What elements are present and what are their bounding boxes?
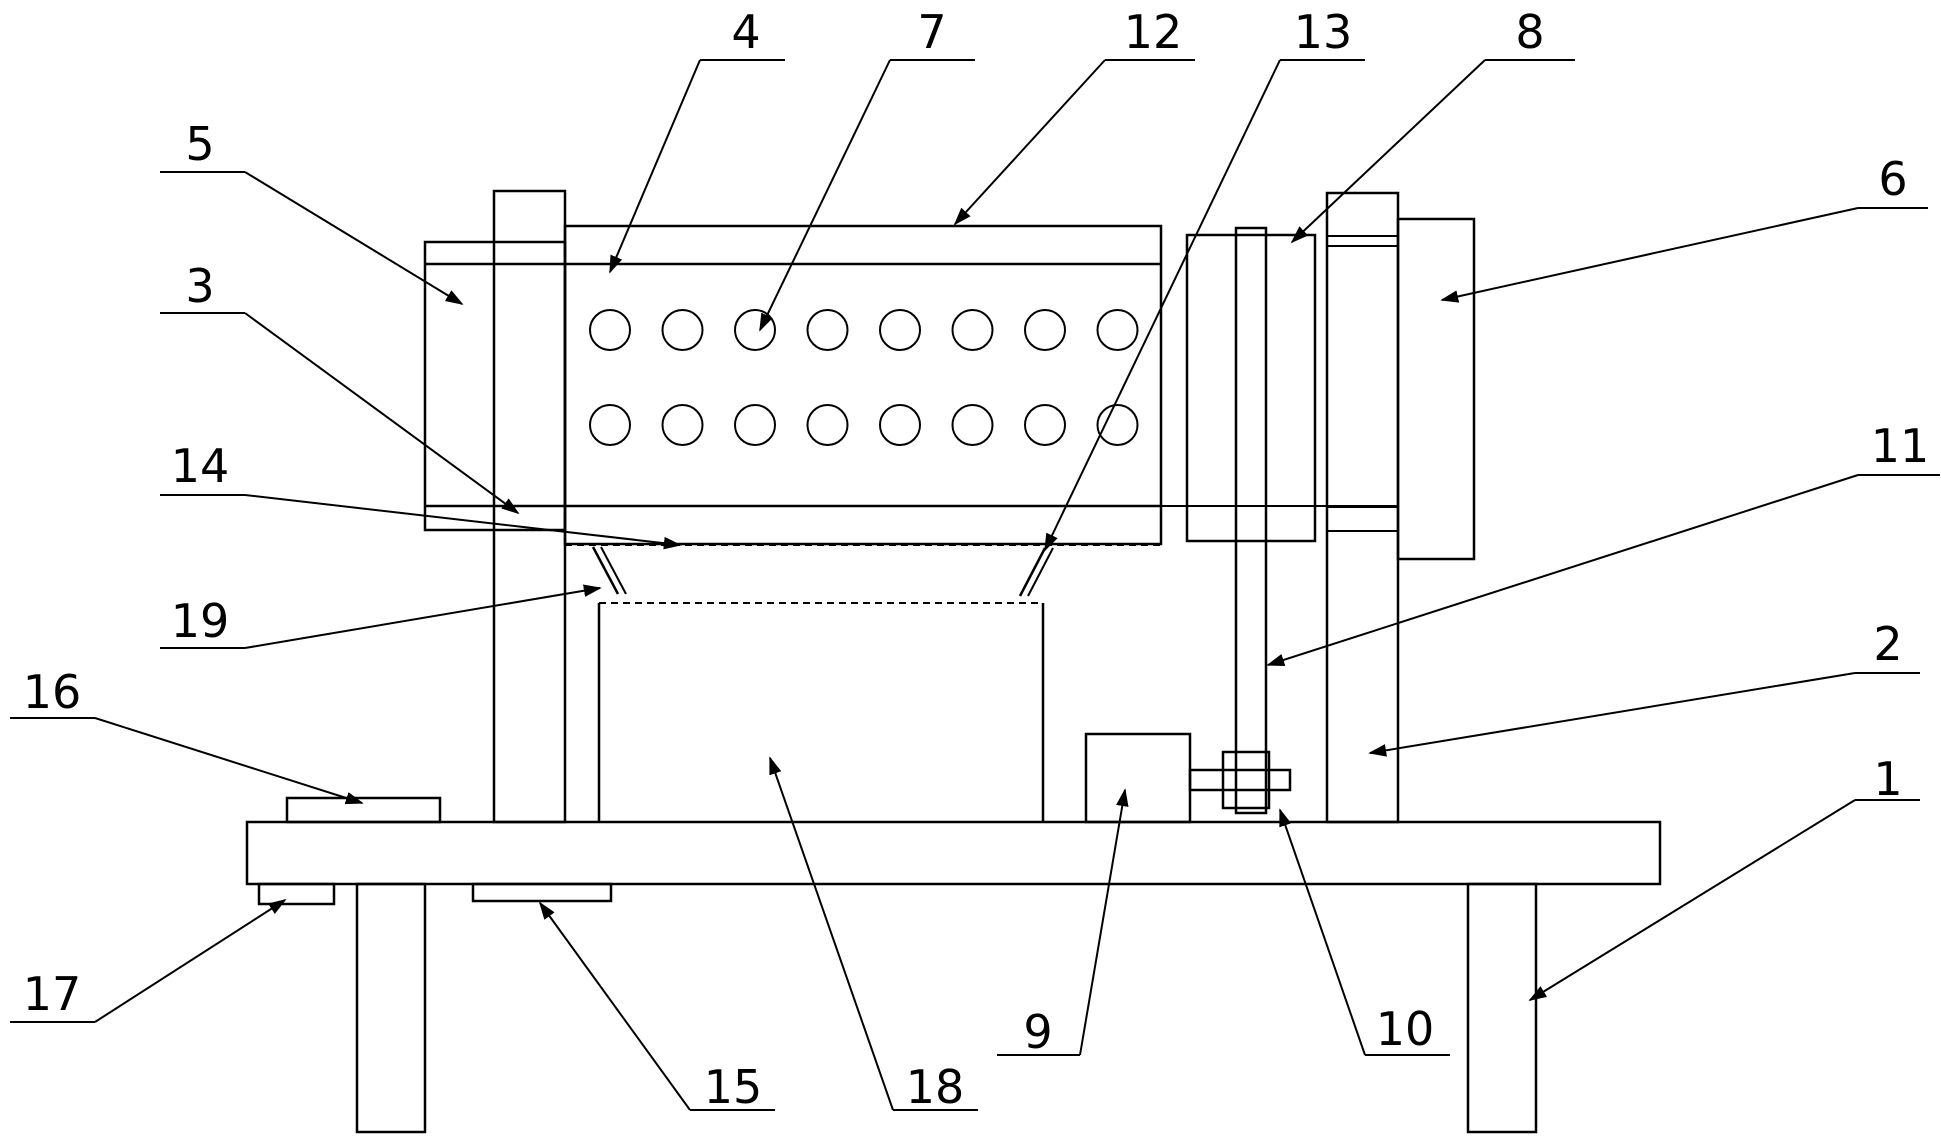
right-bearing-block bbox=[1396, 217, 1476, 561]
leader-lines bbox=[10, 59, 1940, 1111]
leader-arrow-5 bbox=[244, 171, 464, 305]
drum-hole bbox=[1096, 404, 1139, 446]
drum-hole bbox=[806, 404, 849, 446]
drum-hole bbox=[1096, 309, 1139, 351]
pulley-housing bbox=[1185, 233, 1317, 543]
label-8: 8 bbox=[1515, 5, 1544, 59]
coupling-shaft bbox=[1188, 768, 1292, 792]
leader-arrow-9 bbox=[1079, 788, 1129, 1056]
drum-hole bbox=[1024, 404, 1066, 446]
drum-hole bbox=[806, 309, 849, 351]
leader-arrow-11 bbox=[1266, 474, 1859, 667]
label-3: 3 bbox=[185, 259, 214, 313]
drive-belt bbox=[1234, 226, 1268, 815]
leader-arrow-10 bbox=[1279, 808, 1366, 1056]
right-chute bbox=[1018, 547, 1047, 597]
drum-hole bbox=[951, 404, 994, 446]
leader-arrow-4 bbox=[609, 59, 701, 274]
leader-arrow-19 bbox=[244, 584, 602, 649]
drum-hole bbox=[951, 309, 994, 351]
label-7: 7 bbox=[917, 5, 946, 59]
label-10: 10 bbox=[1376, 1002, 1435, 1056]
drum-hole bbox=[734, 309, 776, 351]
leader-arrow-6 bbox=[1440, 207, 1859, 303]
leader-arrow-15 bbox=[538, 901, 691, 1111]
base-plate bbox=[245, 820, 1662, 886]
leader-arrow-7 bbox=[759, 59, 891, 332]
leader-arrow-13 bbox=[1044, 59, 1281, 552]
leader-arrow-12 bbox=[953, 59, 1106, 226]
label-15: 15 bbox=[704, 1060, 763, 1114]
label-1: 1 bbox=[1873, 752, 1902, 806]
label-17: 17 bbox=[23, 967, 82, 1021]
coupling bbox=[1221, 750, 1271, 810]
leader-arrow-3 bbox=[244, 312, 520, 515]
drum-hole bbox=[879, 309, 921, 351]
label-19: 19 bbox=[171, 594, 230, 648]
label-13: 13 bbox=[1294, 5, 1353, 59]
collection-box bbox=[597, 603, 1045, 822]
label-5: 5 bbox=[185, 117, 214, 171]
part-15-box bbox=[471, 882, 613, 903]
leader-arrow-1 bbox=[1528, 799, 1856, 1001]
motor bbox=[1084, 732, 1192, 824]
leader-arrow-14 bbox=[244, 494, 682, 550]
label-2: 2 bbox=[1873, 617, 1902, 671]
label-6: 6 bbox=[1878, 152, 1907, 206]
drum-hole bbox=[1024, 309, 1066, 351]
drum-hole bbox=[734, 404, 776, 446]
drum-hole bbox=[661, 404, 704, 446]
part-16-box bbox=[285, 796, 442, 824]
label-12: 12 bbox=[1124, 5, 1183, 59]
label-9: 9 bbox=[1023, 1005, 1052, 1059]
drum-hole bbox=[589, 309, 631, 351]
label-11: 11 bbox=[1871, 419, 1930, 473]
drum-hole bbox=[879, 404, 921, 446]
drum-hole bbox=[589, 404, 631, 446]
leader-arrow-8 bbox=[1290, 59, 1486, 244]
part-17-box bbox=[257, 882, 336, 906]
housing bbox=[563, 224, 1163, 546]
label-18: 18 bbox=[906, 1060, 965, 1114]
leader-arrow-2 bbox=[1368, 672, 1856, 757]
label-16: 16 bbox=[23, 665, 82, 719]
drum-holes bbox=[589, 309, 1139, 446]
left-leg bbox=[355, 882, 427, 1134]
drum-hole bbox=[661, 309, 704, 351]
leader-arrow-17 bbox=[94, 899, 287, 1023]
right-leg bbox=[1466, 882, 1538, 1134]
leader-arrow-18 bbox=[769, 756, 894, 1111]
label-4: 4 bbox=[731, 5, 760, 59]
leader-arrow-16 bbox=[94, 717, 364, 805]
left-chute bbox=[591, 546, 620, 595]
label-14: 14 bbox=[171, 439, 230, 493]
